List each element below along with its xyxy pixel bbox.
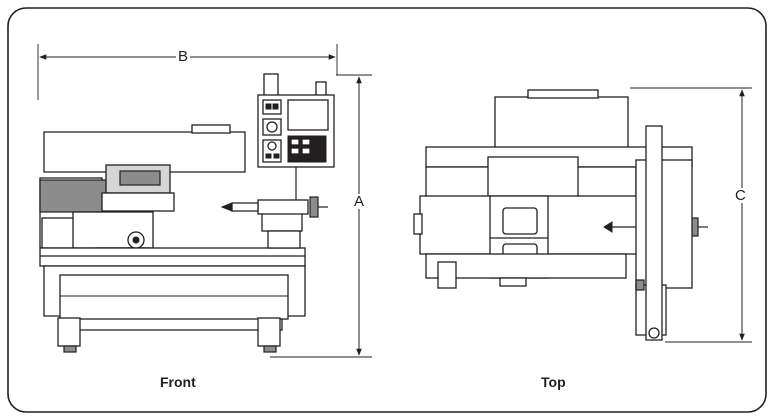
dimension-c-label: C [733, 187, 748, 204]
top-view-caption: Top [541, 374, 566, 390]
front-view-drawing [37, 44, 372, 358]
front-view-caption: Front [160, 374, 196, 390]
dimension-b-label: B [176, 48, 191, 65]
top-view-drawing [413, 87, 752, 343]
dimension-a-label: A [352, 193, 367, 210]
